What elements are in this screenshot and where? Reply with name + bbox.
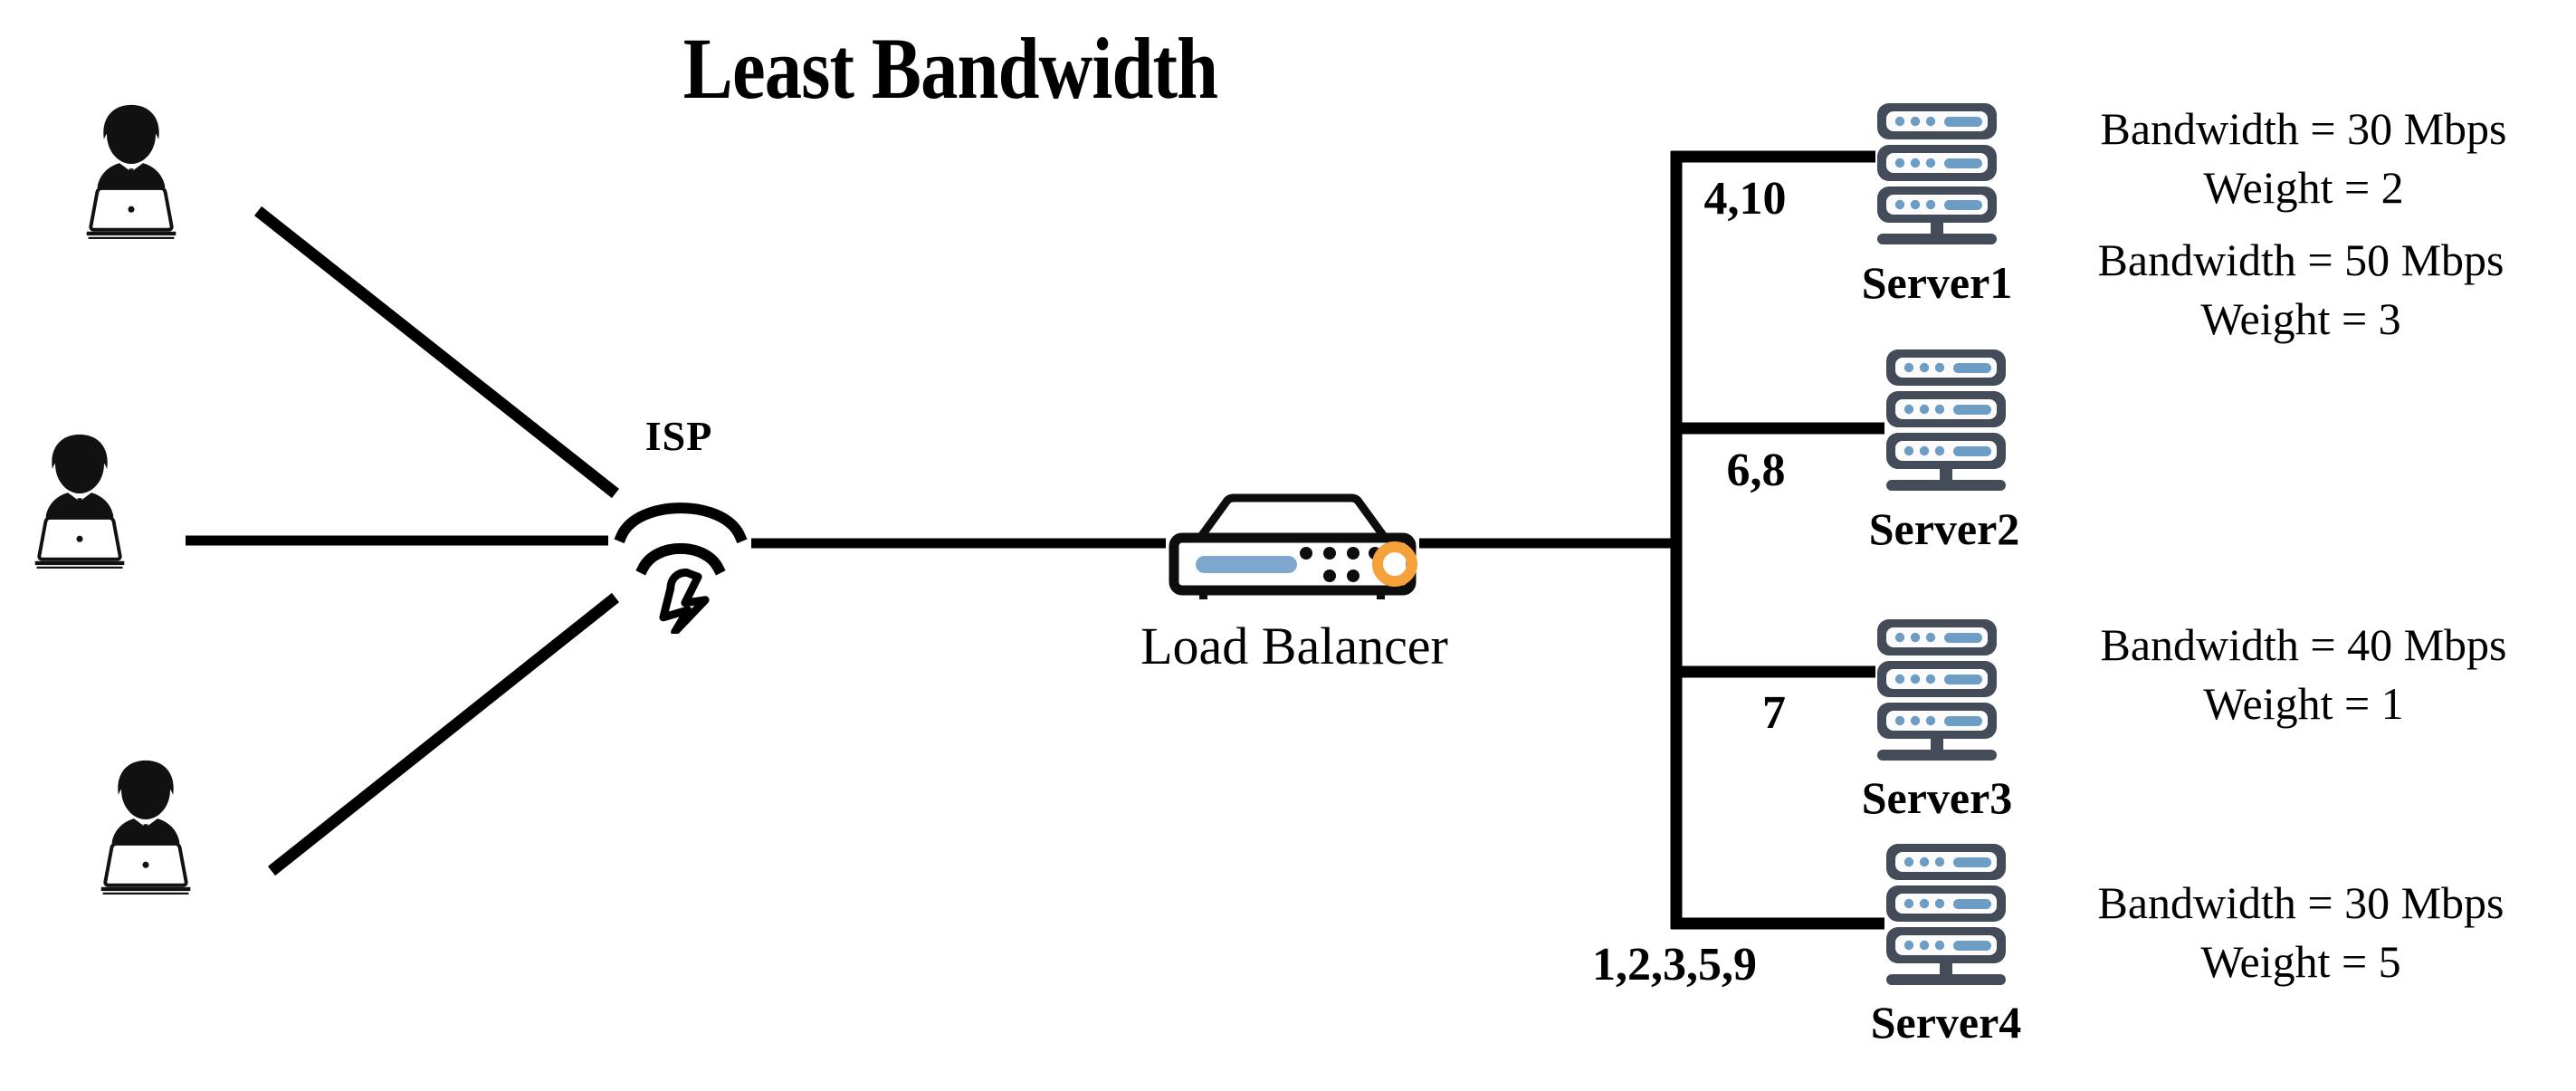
wifi-lightning-icon [608, 466, 753, 634]
server-1-spec: Bandwidth = 30 Mbps Weight = 2 [2023, 100, 2576, 217]
server-1-label: Server1 [1861, 257, 2013, 308]
person-laptop-icon [86, 104, 177, 239]
server-1-weight: Weight = 2 [2203, 162, 2404, 213]
load-balancer-label: Load Balancer [1140, 617, 1448, 675]
server-4-bandwidth: Bandwidth = 30 Mbps [2097, 877, 2504, 928]
server-2-weight: Weight = 3 [2200, 293, 2401, 344]
server-2-bandwidth: Bandwidth = 50 Mbps [2097, 234, 2504, 285]
person-laptop-icon [34, 434, 125, 569]
server-4-label: Server4 [1870, 997, 2022, 1048]
server-2-spec: Bandwidth = 50 Mbps Weight = 3 [2020, 231, 2576, 349]
isp-label: ISP [644, 413, 713, 459]
client-1 [47, 80, 215, 248]
page-title: Least Bandwidth [682, 20, 1218, 117]
server-4-weight: Weight = 5 [2200, 936, 2401, 987]
wire-client3-isp [267, 592, 620, 876]
router-device-icon [1161, 489, 1424, 602]
server-4-requests: 1,2,3,5,9 [1592, 939, 1757, 991]
person-laptop-icon [100, 760, 191, 895]
server-4-icon [1874, 840, 2018, 987]
server-2-requests: 6,8 [1726, 445, 1786, 496]
server-3-label: Server3 [1861, 772, 2013, 823]
server-1-bandwidth: Bandwidth = 30 Mbps [2100, 103, 2507, 154]
client-3 [62, 735, 230, 904]
server-4-spec: Bandwidth = 30 Mbps Weight = 5 [2020, 874, 2576, 991]
client-2 [0, 409, 164, 578]
server-3-spec: Bandwidth = 40 Mbps Weight = 1 [2023, 616, 2576, 733]
server-1-icon [1865, 100, 2009, 246]
wire-client1-isp [253, 206, 620, 499]
server-3-weight: Weight = 1 [2203, 678, 2404, 729]
server-3-icon [1865, 616, 2009, 762]
server-3-bandwidth: Bandwidth = 40 Mbps [2100, 619, 2507, 670]
server-2-icon [1874, 346, 2018, 493]
server-3-requests: 7 [1762, 687, 1786, 739]
server-1-requests: 4,10 [1703, 173, 1787, 225]
server-2-label: Server2 [1868, 503, 2020, 554]
